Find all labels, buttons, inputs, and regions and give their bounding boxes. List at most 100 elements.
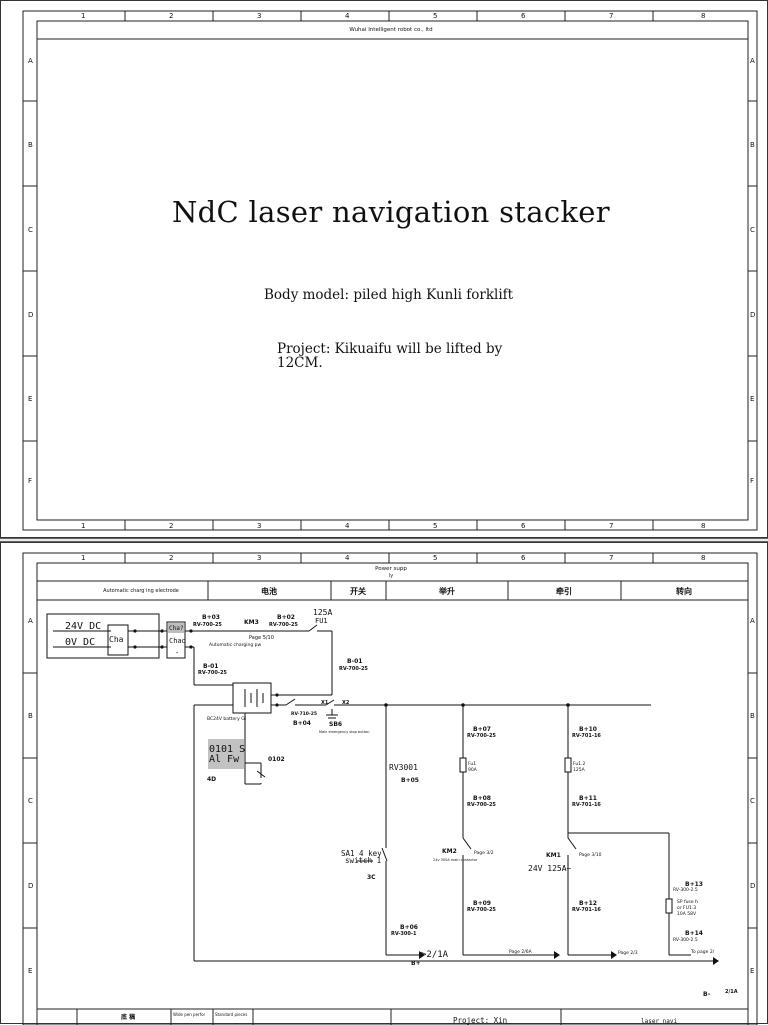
col-label: 5 [433, 554, 437, 562]
row-label: D [28, 311, 33, 319]
row-label: F [750, 477, 754, 485]
relay-4d: 4D [207, 776, 216, 783]
wire-b06-spec: RV-300-1 [391, 931, 417, 937]
col-label: 5 [433, 12, 437, 20]
footer-project: Project: Xin [453, 1016, 507, 1025]
contactor-km3: KM3 [244, 619, 259, 626]
key-switch-sa1: SA1 4 key [341, 849, 382, 858]
chao-top-label: Cha? [169, 625, 184, 632]
col-label: 6 [521, 522, 526, 530]
wire-b01-right-spec: RV-700-25 [339, 666, 368, 672]
charger-block [107, 624, 129, 656]
b-minus-ref: 2/1A [725, 989, 738, 995]
col-label: 1 [81, 12, 85, 20]
wire-b10: B+10 [579, 726, 597, 733]
key-switch-sa1-sub: switch 1 [345, 856, 381, 865]
switch-rv3001: RV3001 [389, 763, 418, 772]
title-sheet-frame: 1 2 3 4 5 6 7 8 1 2 3 4 5 6 7 8 A B C D … [22, 10, 758, 531]
relay-0102: 0102 [268, 756, 285, 763]
battery-block [232, 682, 272, 714]
fuse-lift [459, 757, 467, 773]
header-charging: Automatic charg ing electrode [103, 588, 179, 594]
contactor-km1: KM1 [546, 852, 561, 859]
arrow-page-2-6a [554, 951, 560, 959]
page-2-3-label: Page 2/3 [618, 950, 638, 956]
dc-24v-label: 24V DC [65, 621, 101, 632]
fuse-lift-rating: 90A [468, 767, 478, 773]
row-label: C [28, 226, 33, 234]
header-battery: 电池 [261, 586, 277, 596]
wire-b03: B+03 [202, 614, 220, 621]
footer-laser-nav: laser navi [641, 1018, 678, 1025]
arrow-2-1a-label: >2/1A [421, 950, 449, 960]
b-plus-label: B+ [411, 960, 421, 967]
relay-3c: 3C [367, 874, 376, 881]
wire-b12-spec: RV-701-16 [572, 907, 601, 913]
row-label: E [28, 967, 32, 975]
col-label: 1 [81, 522, 85, 530]
dc-0v-label: 0V DC [65, 637, 95, 648]
col-label: 2 [169, 12, 173, 20]
company-name: Wuhai Intelligent robot co., ltd [349, 27, 432, 33]
row-label: C [750, 797, 755, 805]
sheet-separator [0, 538, 768, 542]
row-label: F [28, 477, 32, 485]
wire-b03-spec: RV-700-25 [193, 622, 222, 628]
row-label: E [750, 967, 754, 975]
col-label: 8 [701, 12, 705, 20]
col-label: 2 [169, 522, 173, 530]
chao-highlight [168, 623, 184, 633]
col-label: 4 [345, 554, 350, 562]
auto-charge-note: Automatic charging pw [209, 642, 261, 648]
wire-b06: B+06 [400, 924, 418, 931]
col-label: 8 [701, 554, 705, 562]
row-label: A [28, 617, 33, 625]
wire-b04-spec: RV-710-25 [291, 711, 317, 717]
wire-b11-spec: RV-701-16 [572, 802, 601, 808]
header-lift: 举升 [438, 586, 455, 596]
col-label: 3 [257, 522, 261, 530]
footer-cell-2: Wide pen perfor [173, 1012, 206, 1017]
header-power-supply: Power supp [375, 566, 407, 572]
row-label: E [750, 395, 754, 403]
arrow-b-plus [419, 951, 425, 959]
terminal-x1: X1 [321, 700, 329, 706]
chao-bot-label: - [175, 649, 179, 657]
row-label: D [28, 882, 33, 890]
title-sheet: 1 2 3 4 5 6 7 8 1 2 3 4 5 6 7 8 A B C D … [0, 0, 768, 538]
contactor-km2: KM2 [442, 848, 457, 855]
arrow-page-2-3 [611, 951, 617, 959]
spare-fuse-rating: 10A 58V [677, 911, 697, 917]
col-label: 6 [521, 12, 526, 20]
charger-label: Cha [109, 635, 124, 644]
fuse-traction [564, 757, 572, 773]
col-label: 7 [609, 522, 613, 530]
fuse-traction-label: Fu1.2 [573, 761, 585, 767]
gray-block-line2: Al Fw [209, 754, 240, 765]
wire-b09-spec: RV-700-25 [467, 907, 496, 913]
col-label: 5 [433, 522, 437, 530]
row-label: E [28, 395, 32, 403]
wire-b08-spec: RV-700-25 [467, 802, 496, 808]
fuse-steering [665, 898, 673, 914]
terminal-x2: X2 [342, 700, 350, 706]
km1-page-ref: Page 3/10 [579, 852, 602, 858]
wire-b02: B+02 [277, 614, 295, 621]
km2-note: 24v 300A main contactor [433, 858, 478, 862]
wire-b01-left: B-01 [203, 663, 218, 670]
sb6-note: Main emergency stop button [319, 730, 369, 734]
col-label: 4 [345, 12, 350, 20]
spare-fuse-sub: or FU1.3 [677, 905, 696, 911]
wire-b01-right: B-01 [347, 658, 362, 665]
wire-b14-spec: RV-300-2.5 [673, 937, 698, 943]
wire-b01-left-spec: RV-700-25 [198, 670, 227, 676]
wire-b09: B+09 [473, 900, 491, 907]
row-label: A [750, 57, 755, 65]
fuse-fu1-rating: 125A [313, 608, 332, 617]
row-label: B [750, 712, 755, 720]
spare-fuse-label: SP fuse h [677, 899, 698, 905]
wire-b05: B+05 [401, 777, 419, 784]
km1-rating: 24V 125A~ [528, 864, 572, 873]
row-label: B [750, 141, 755, 149]
battery-note: BC24V battery GJ [207, 716, 246, 722]
